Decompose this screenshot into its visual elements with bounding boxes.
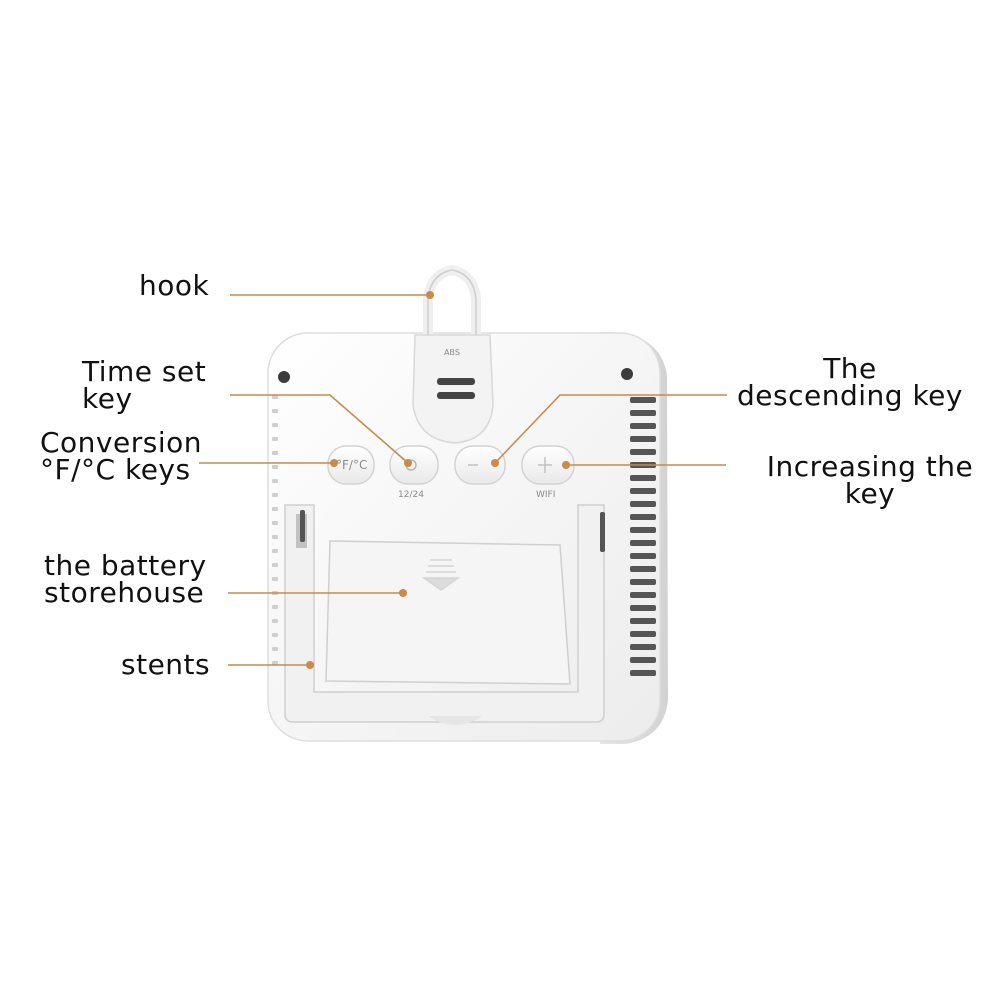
screw-hole-right	[621, 368, 633, 380]
stand-frame	[284, 504, 605, 725]
left-vent	[272, 395, 278, 665]
dot-stents	[306, 661, 314, 669]
increasing-button[interactable]: WIFI	[521, 445, 575, 500]
leader-time-set	[230, 394, 409, 464]
dot-conversion	[330, 459, 338, 467]
dot-time-set	[404, 459, 412, 467]
label-time-set-key: Time set key	[82, 355, 207, 415]
time-set-button[interactable]: 12/24	[389, 445, 439, 500]
conversion-button-text: °F/°C	[336, 458, 367, 472]
dot-battery	[399, 589, 407, 597]
label-conversion-keys: Conversion °F/°C keys	[40, 426, 202, 486]
leader-dots	[306, 291, 570, 669]
dot-descending	[491, 459, 499, 467]
time-button-caption: 12/24	[398, 490, 424, 500]
leader-descending	[494, 394, 727, 464]
conversion-button[interactable]: °F/°C	[327, 445, 375, 485]
label-increasing-key: Increasing the key	[766, 450, 974, 510]
label-descending-key: The descending key	[737, 352, 963, 412]
screw-hole-left	[278, 371, 290, 383]
label-stents: stents	[121, 648, 211, 681]
leader-lines	[199, 294, 727, 666]
increase-button-caption: WIFI	[536, 490, 555, 500]
label-hook: hook	[139, 269, 210, 302]
arrow-down-icon	[421, 559, 461, 591]
hook-marking: ABS	[444, 348, 460, 357]
label-battery-storehouse: the battery storehouse	[44, 549, 207, 609]
dot-increasing	[562, 461, 570, 469]
right-vent	[630, 397, 656, 676]
battery-cover[interactable]	[325, 540, 571, 685]
descending-button[interactable]	[454, 445, 506, 485]
hook-icon: ABS	[412, 264, 494, 444]
dot-hook	[426, 291, 434, 299]
